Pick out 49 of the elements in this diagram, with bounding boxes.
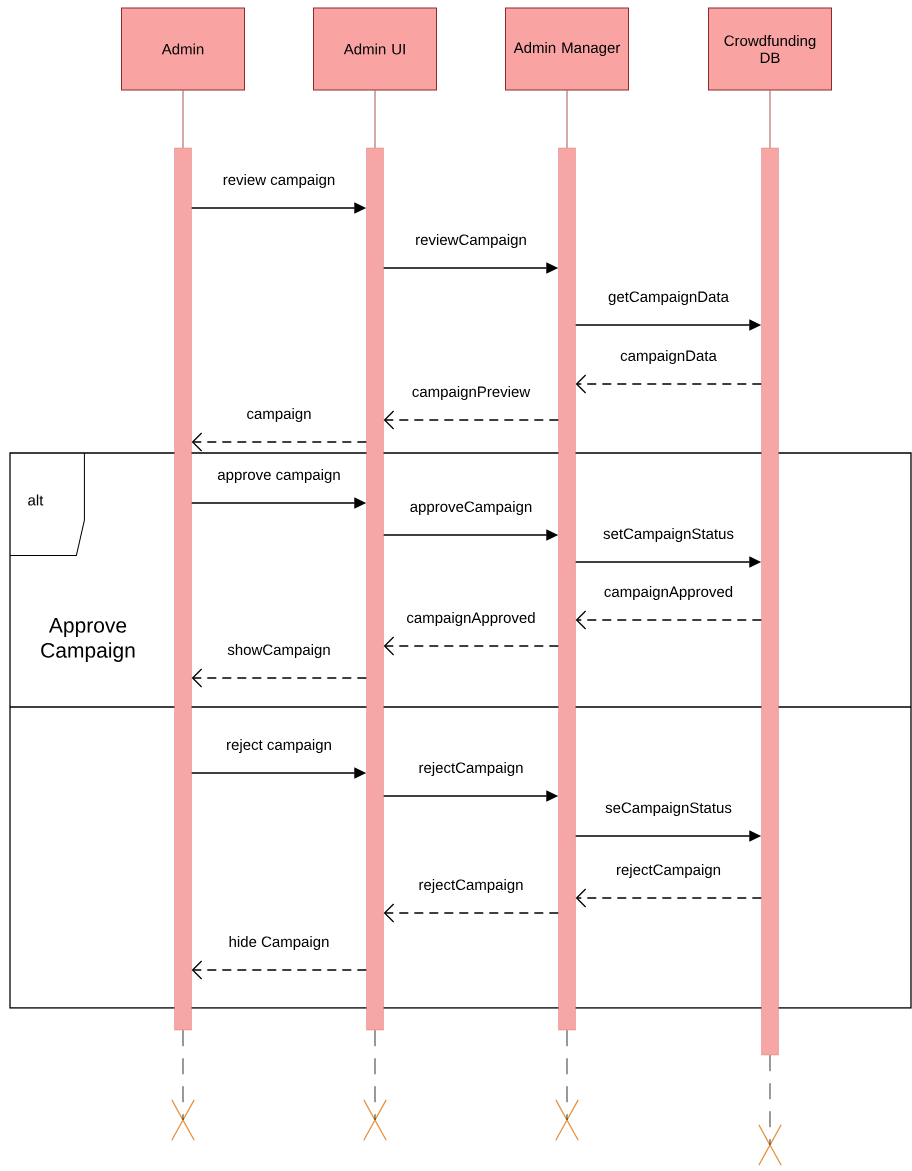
guard-text: Approve Campaign xyxy=(41,618,135,662)
lifeline xyxy=(769,90,771,149)
message-label: approveCampaign xyxy=(410,501,532,515)
lifeline-head: Admin Manager xyxy=(505,7,629,91)
message-arrow xyxy=(191,668,367,688)
activation-bar xyxy=(761,147,779,1056)
fragment-tag: alt xyxy=(9,452,85,556)
message-arrow xyxy=(383,636,559,656)
message-arrow xyxy=(575,888,762,908)
message-label: review campaign xyxy=(223,174,335,188)
activation-bar xyxy=(174,147,192,1031)
message-label: reject campaign xyxy=(227,739,331,753)
message-arrow xyxy=(575,374,762,394)
message-label: approve campaign xyxy=(217,469,340,483)
lifeline xyxy=(566,1029,568,1121)
message-label: rejectCampaign xyxy=(419,879,523,893)
message-arrow xyxy=(191,960,367,980)
message-arrow xyxy=(191,432,367,452)
lifeline xyxy=(374,1029,376,1121)
message-label: rejectCampaign xyxy=(616,864,721,878)
activation-bar xyxy=(558,147,576,1031)
message-label: getCampaignData xyxy=(608,291,729,305)
activation-bar xyxy=(366,147,384,1031)
lifeline xyxy=(182,1029,184,1121)
lifeline xyxy=(566,90,568,149)
message-label: campaignData xyxy=(620,350,717,364)
destruction-mark xyxy=(363,1099,387,1141)
message-label: campaignPreview xyxy=(412,386,531,400)
message-label: showCampaign xyxy=(227,644,330,658)
message-arrow xyxy=(383,410,559,430)
message-label: seCampaignStatus xyxy=(605,802,732,816)
message-arrow xyxy=(575,610,762,630)
message-label: rejectCampaign xyxy=(419,762,523,776)
message-label: campaign xyxy=(247,408,311,422)
destruction-mark xyxy=(555,1099,579,1141)
message-label: setCampaignStatus xyxy=(603,528,734,542)
lifeline-head: Admin UI xyxy=(313,7,437,91)
message-label: campaignApproved xyxy=(407,612,535,626)
message-label: reviewCampaign xyxy=(416,234,526,248)
message-label: hide Campaign xyxy=(229,936,329,950)
message-label: campaignApproved xyxy=(604,586,733,600)
message-arrow xyxy=(383,903,559,923)
lifeline-head: Crowdfunding DB xyxy=(708,7,832,91)
lifeline xyxy=(374,90,376,149)
destruction-mark xyxy=(758,1124,782,1166)
lifeline xyxy=(182,90,184,149)
lifeline-head: Admin xyxy=(121,7,245,91)
lifeline xyxy=(769,1054,771,1146)
destruction-mark xyxy=(171,1099,195,1141)
